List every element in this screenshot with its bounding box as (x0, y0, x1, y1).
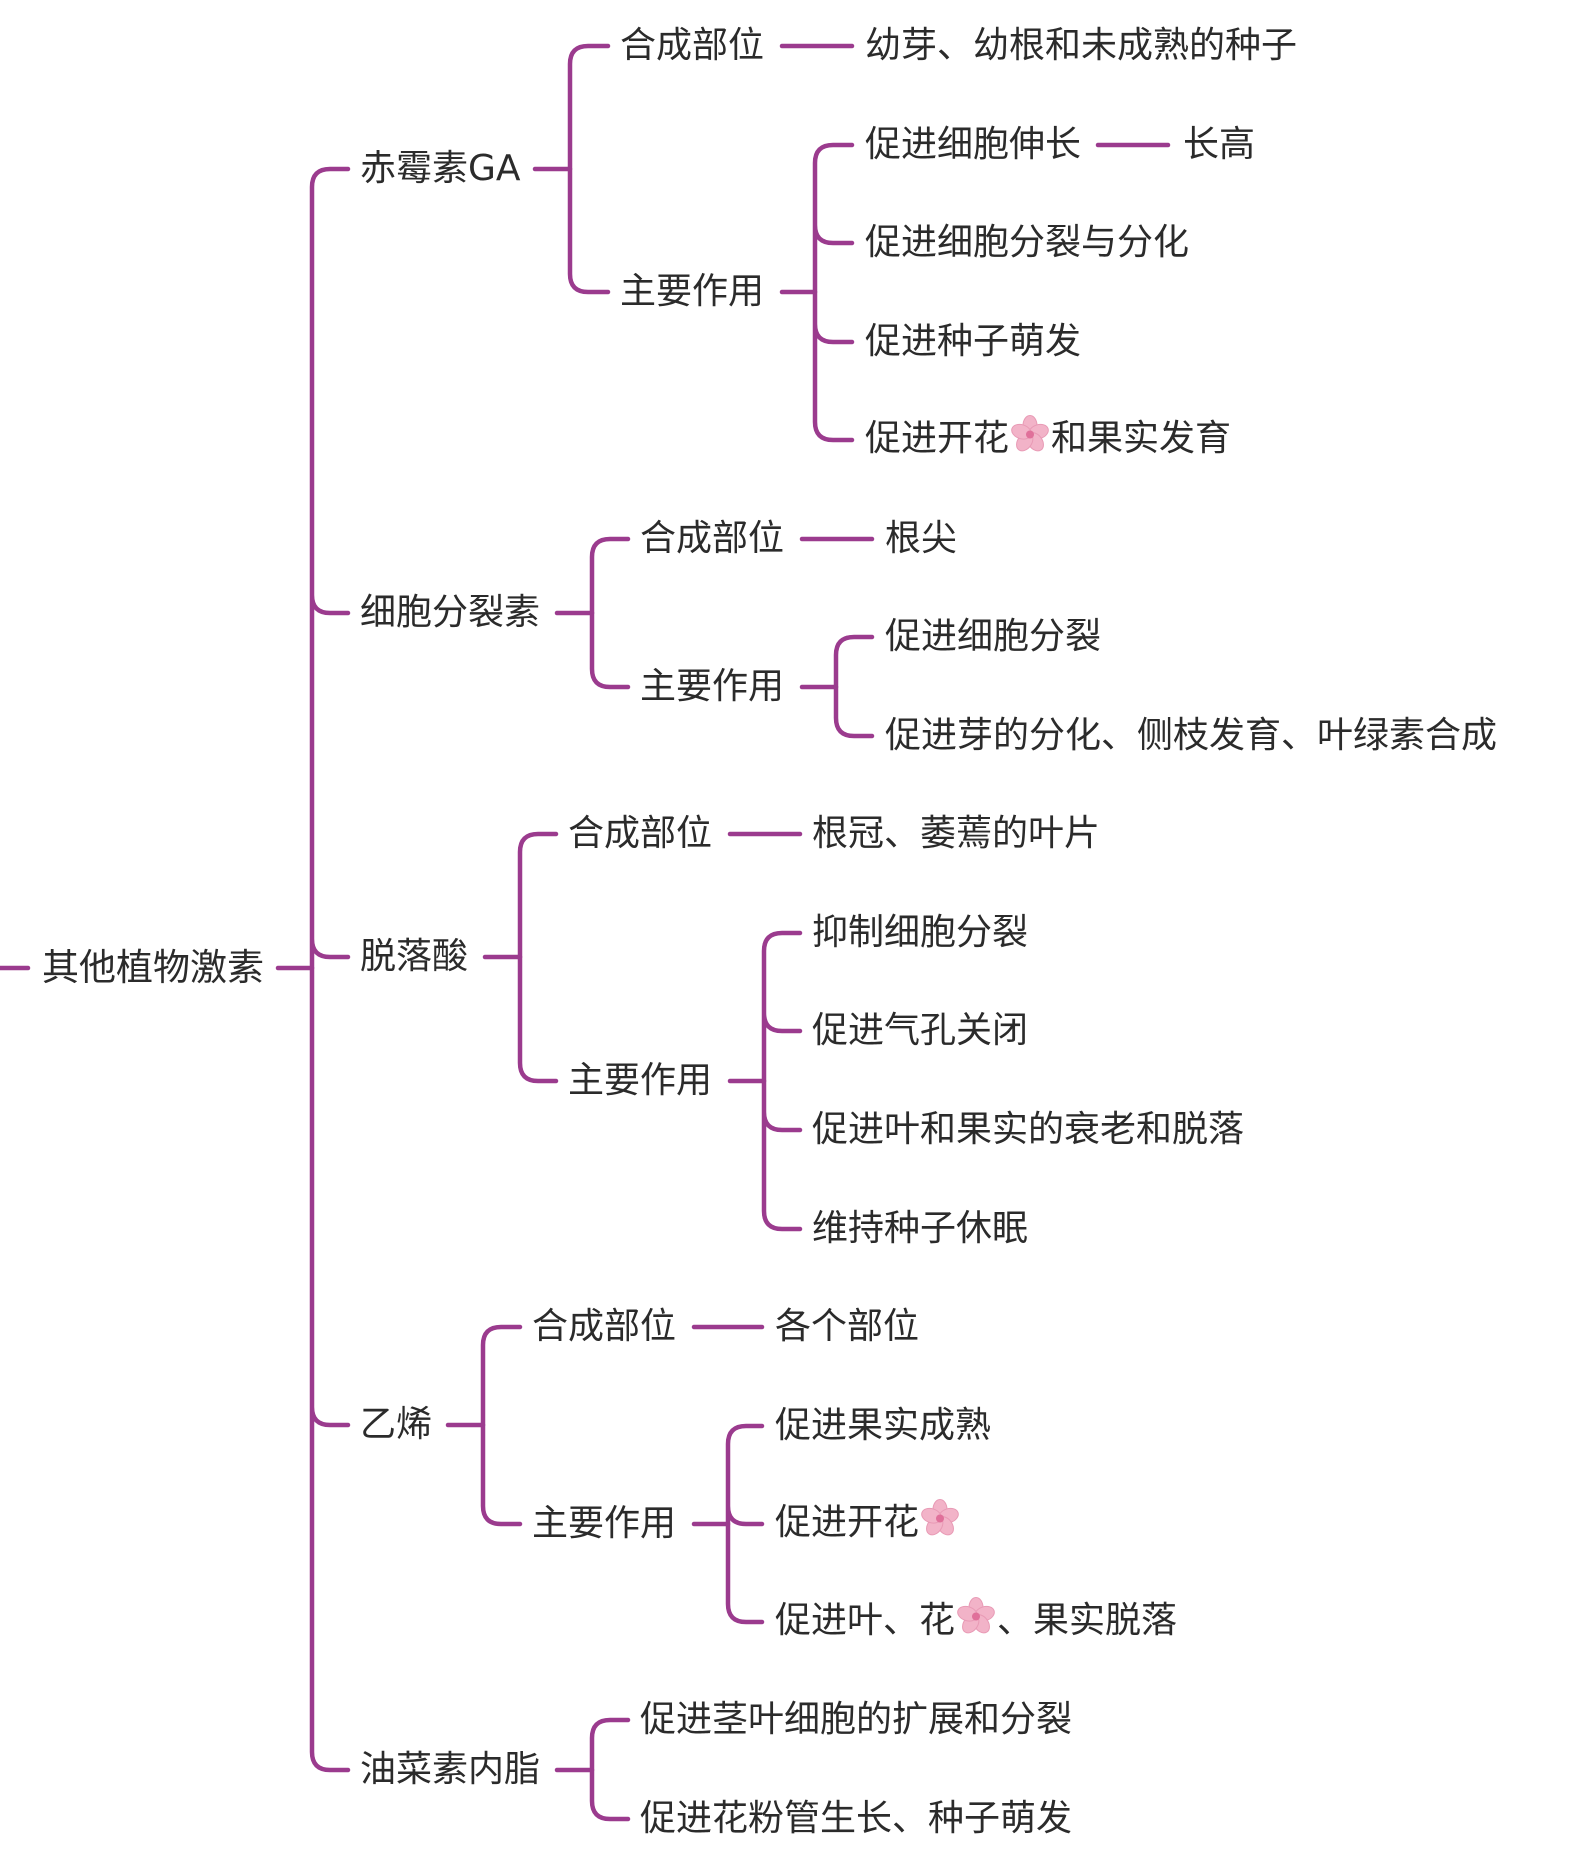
main-effect-label: 主要作用 (640, 666, 785, 707)
effect-item: 促进果实成熟 (775, 1405, 992, 1446)
effect-item: 促进细胞伸长 (865, 124, 1082, 165)
effect-result: 长高 (1183, 124, 1256, 165)
hormone-gibberellin: 赤霉素GA (360, 148, 521, 189)
ga-branch-spine (567, 43, 611, 295)
effect-text: 促进开花 (775, 1502, 920, 1543)
effect-item: 促进开花 (775, 1499, 961, 1550)
hormone-brassinosteroid: 油菜素内脂 (360, 1749, 541, 1790)
synthesis-site-value: 各个部位 (775, 1306, 920, 1347)
hormone-ethylene: 乙烯 (360, 1404, 433, 1445)
effect-item: 促进茎叶细胞的扩展和分裂 (640, 1699, 1073, 1740)
synthesis-site-label: 合成部位 (620, 25, 765, 66)
effect-item: 促进种子萌发 (865, 321, 1082, 362)
synthesis-site-label: 合成部位 (568, 813, 713, 854)
effect-item: 促进细胞分裂 (885, 616, 1102, 657)
eth-effects-branch-spine (725, 1423, 765, 1625)
root-node: 其他植物激素 (42, 946, 264, 989)
hormone-abscisic-acid: 脱落酸 (360, 936, 469, 977)
synthesis-site-value: 幼芽、幼根和未成熟的种子 (865, 25, 1298, 66)
effect-item: 促进开花和果实发育 (865, 415, 1231, 466)
cherry-blossom-icon (956, 1597, 996, 1648)
hormone-cytokinin: 细胞分裂素 (360, 592, 541, 633)
effect-text: 促进开花 (865, 418, 1010, 459)
ck-effects-branch-spine (833, 634, 875, 739)
ck-branch-spine (589, 536, 631, 690)
main-effect-label: 主要作用 (532, 1503, 677, 1544)
effect-item: 抑制细胞分裂 (812, 912, 1029, 953)
synthesis-site-value: 根尖 (885, 518, 958, 559)
aba-effects-branch-spine (761, 930, 803, 1232)
main-effect-label: 主要作用 (568, 1060, 713, 1101)
synthesis-site-value: 根冠、萎蔫的叶片 (812, 813, 1101, 854)
effect-item: 促进叶和果实的衰老和脱落 (812, 1109, 1245, 1150)
ga-effects-branch-spine (812, 142, 855, 443)
main-effect-label: 主要作用 (620, 271, 765, 312)
effect-item: 促进细胞分裂与分化 (865, 222, 1190, 263)
effect-item: 促进芽的分化、侧枝发育、叶绿素合成 (885, 715, 1498, 756)
eth-branch-spine (480, 1324, 523, 1527)
effect-item: 维持种子休眠 (812, 1208, 1029, 1249)
aba-branch-spine (517, 831, 559, 1084)
effect-text: 和果实发育 (1051, 418, 1232, 459)
effect-item: 促进叶、花、果实脱落 (775, 1597, 1177, 1648)
synthesis-site-label: 合成部位 (640, 518, 785, 559)
br-branch-spine (589, 1717, 631, 1822)
effect-text: 、果实脱落 (997, 1600, 1178, 1641)
cherry-blossom-icon (1010, 415, 1050, 466)
effect-text: 促进叶、花 (775, 1600, 956, 1641)
synthesis-site-label: 合成部位 (532, 1306, 677, 1347)
root-branch-spine (309, 166, 351, 1773)
effect-item: 促进花粉管生长、种子萌发 (640, 1798, 1073, 1839)
effect-item: 促进气孔关闭 (812, 1010, 1029, 1051)
cherry-blossom-icon (920, 1499, 960, 1550)
